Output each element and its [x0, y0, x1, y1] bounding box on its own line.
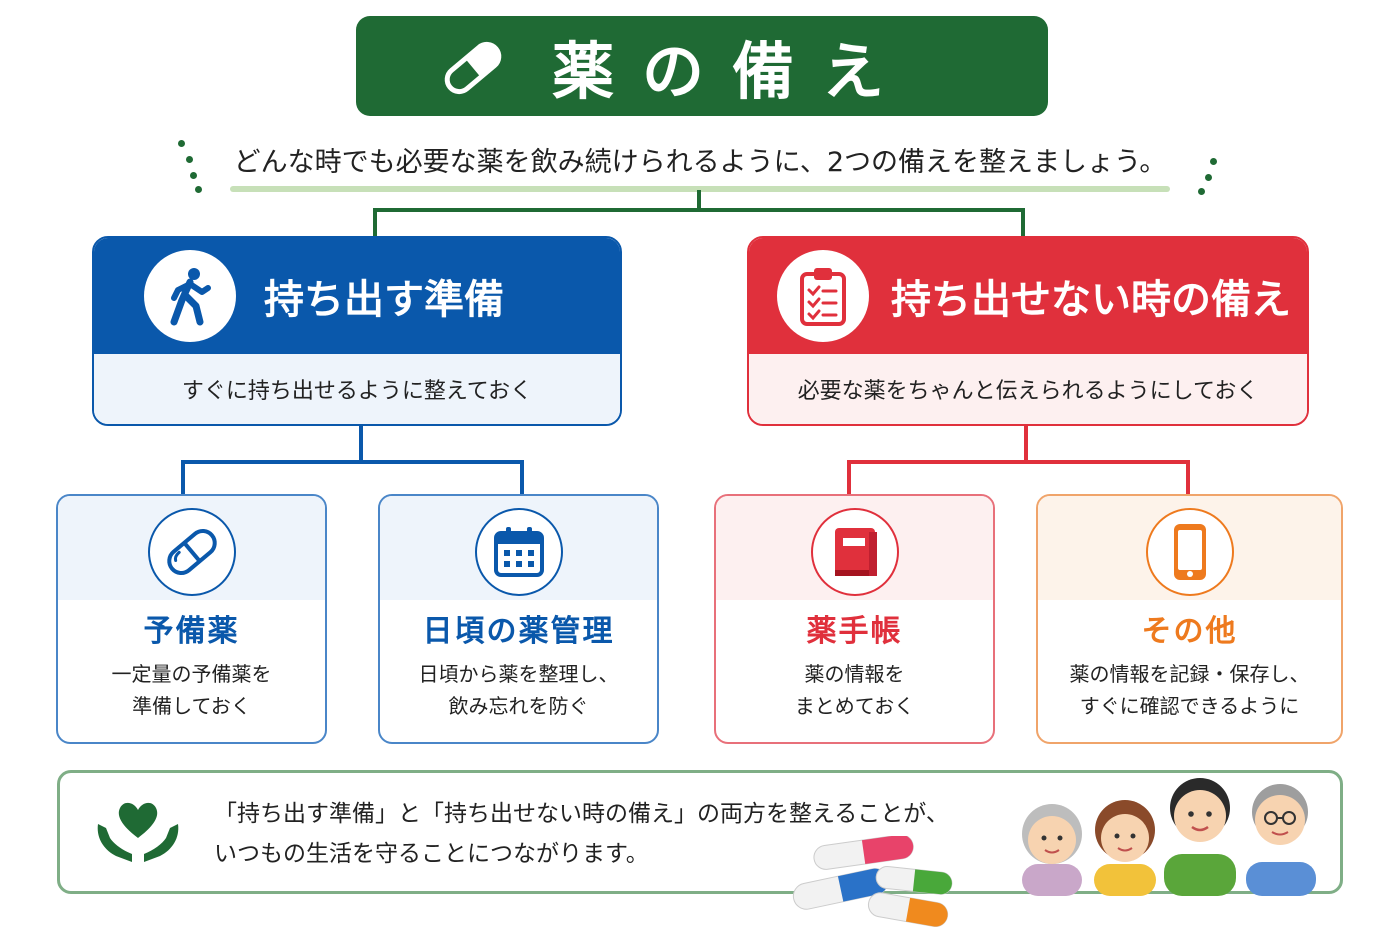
connector-line: [1024, 426, 1028, 462]
footer-line2: いつもの生活を守ることにつながります。: [214, 841, 649, 867]
category-description: すぐに持ち出せるように整えておく: [94, 354, 620, 424]
card-title: 日頃の薬管理: [422, 614, 615, 649]
card-text-line1: 日頃から薬を整理し、: [418, 662, 619, 686]
card-text-line2: 準備しておく: [132, 694, 251, 718]
card-spare-medicine: 予備薬 一定量の予備薬を 準備しておく: [56, 494, 327, 744]
connector-line: [359, 426, 363, 462]
smartphone-icon: [1173, 524, 1206, 580]
subtitle: どんな時でも必要な薬を飲み続けられるように、2つの備えを整えましょう。: [233, 147, 1167, 178]
card-title: 予備薬: [143, 614, 240, 649]
heart-hands-icon: [97, 802, 179, 862]
notebook-icon: [834, 528, 877, 576]
capsule-icon: [166, 529, 217, 575]
category-cannot-carry: 持ち出せない時の備え 必要な薬をちゃんと伝えられるようにしておく: [747, 236, 1309, 426]
footer-message: 「持ち出す準備」と「持ち出せない時の備え」の両方を整えることが、 いつもの生活を…: [214, 794, 949, 874]
category-icon-circle: [777, 250, 869, 342]
category-header: 持ち出せない時の備え: [749, 238, 1307, 354]
card-text-line2: 飲み忘れを防ぐ: [448, 694, 589, 718]
card-title: 薬手帳: [806, 614, 903, 649]
decor-dot: [190, 172, 197, 179]
card-daily-management: 日頃の薬管理 日頃から薬を整理し、 飲み忘れを防ぐ: [378, 494, 659, 744]
decor-dot: [1205, 174, 1212, 181]
category-header: 持ち出す準備: [94, 238, 620, 354]
card-text-line1: 一定量の予備薬を: [111, 662, 272, 686]
card-icon-circle: [474, 508, 563, 596]
family-illustration: [1022, 778, 1316, 896]
card-icon-circle: [147, 508, 236, 596]
footer-line1: 「持ち出す準備」と「持ち出せない時の備え」の両方を整えることが、: [214, 801, 949, 827]
category-carry-out: 持ち出す準備 すぐに持ち出せるように整えておく: [92, 236, 622, 426]
category-title: 持ち出せない時の備え: [891, 277, 1291, 323]
decor-dot: [178, 140, 185, 147]
calendar-icon: [493, 527, 544, 577]
clipboard-checklist-icon: [800, 268, 846, 326]
card-text-line2: まとめておく: [794, 694, 915, 718]
category-icon-circle: [144, 250, 236, 342]
card-text-line2: すぐに確認できるように: [1079, 694, 1300, 718]
decor-dot: [195, 186, 202, 193]
connector-line: [847, 460, 1190, 464]
card-text-line1: 薬の情報を記録・保存し、: [1069, 662, 1310, 686]
capsule-icon: [444, 41, 502, 95]
connector-line: [847, 460, 851, 494]
category-description: 必要な薬をちゃんと伝えられるようにしておく: [749, 354, 1307, 424]
connector-line: [697, 190, 701, 210]
card-icon-circle: [810, 508, 899, 596]
capsules-illustration: [792, 836, 953, 928]
decor-dot: [1198, 188, 1205, 195]
connector-line: [181, 460, 185, 494]
card-medicine-notebook: 薬手帳 薬の情報を まとめておく: [714, 494, 995, 744]
connector-line: [520, 460, 524, 494]
walking-person-icon: [170, 268, 211, 326]
card-title: その他: [1141, 614, 1238, 649]
connector-line: [181, 460, 524, 464]
page-title: 薬の備え: [551, 35, 912, 108]
decor-dot: [1210, 158, 1217, 165]
card-other: その他 薬の情報を記録・保存し、 すぐに確認できるように: [1036, 494, 1343, 744]
connector-line: [373, 208, 377, 238]
connector-line: [1186, 460, 1190, 494]
decor-dot: [186, 156, 193, 163]
subtitle-underline: [230, 186, 1170, 192]
category-title: 持ち出す準備: [264, 277, 504, 323]
card-text-line1: 薬の情報を: [804, 662, 905, 686]
connector-line: [1021, 208, 1025, 238]
connector-line: [373, 208, 1025, 212]
title-banner: 薬の備え: [356, 16, 1048, 116]
card-icon-circle: [1145, 508, 1234, 596]
